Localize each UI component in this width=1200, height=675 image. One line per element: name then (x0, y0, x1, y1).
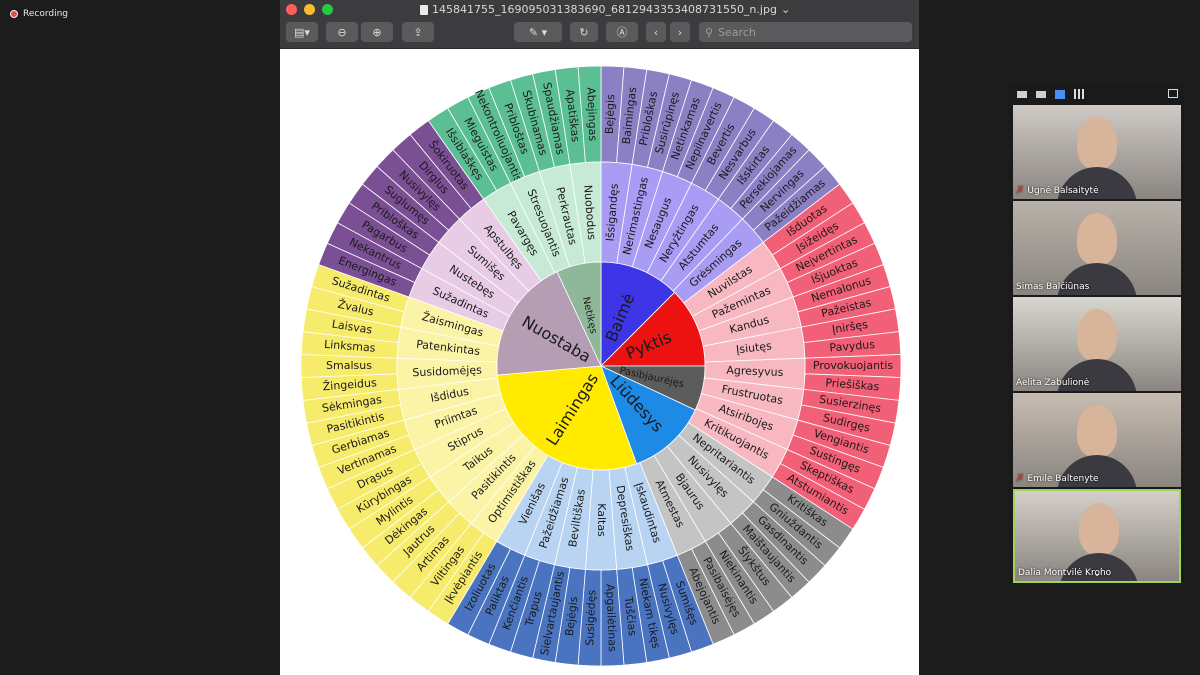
participant-name: Aelita Zabulionė (1016, 378, 1089, 388)
participant-name-label: Ugnė Balsaitytė (1027, 185, 1099, 196)
next-button[interactable]: › (670, 22, 690, 42)
sidebar-icon: ▤▾ (294, 25, 310, 39)
participant-name: ✗Emile Baltenyte (1016, 473, 1099, 484)
zoom-out-button[interactable]: ⊖ (326, 22, 358, 42)
document-icon (420, 4, 428, 15)
filename-label: 145841755_169095031383690_68129433534087… (432, 3, 777, 16)
close-window-button[interactable] (286, 4, 297, 15)
participant-video (1077, 117, 1117, 169)
outer-emotion-label: Bejėgis (563, 595, 581, 636)
outer-emotion-label: Įniršęs (831, 318, 869, 336)
middle-emotion-label: Įsiutęs (735, 339, 772, 356)
outer-emotion-label: Priešiškas (825, 376, 880, 393)
core-emotion-segment (496, 365, 638, 471)
participant-name: Dalia Montvilė Kroho (1018, 568, 1111, 578)
core-emotion-segment (496, 271, 602, 376)
participant-tile[interactable]: Dalia Montvilė Kroho (1013, 489, 1181, 583)
recording-indicator: Recording (10, 9, 68, 19)
window-title[interactable]: 145841755_169095031383690_68129433534087… (420, 3, 790, 16)
chevron-right-icon: › (677, 25, 683, 39)
zoom-in-icon: ⊕ (372, 25, 382, 39)
rotate-icon: ↻ (579, 25, 589, 39)
participant-tile[interactable]: ✗Ugnė Balsaitytė (1013, 105, 1181, 199)
core-emotion-segment (600, 261, 676, 367)
participant-video (1079, 503, 1119, 555)
muted-mic-icon: ✗ (1016, 185, 1025, 196)
sidebar-toggle-button[interactable]: ▤▾ (286, 22, 318, 42)
outer-emotion-label: Apgailėtinas (603, 584, 619, 653)
share-button[interactable]: ⇪ (402, 22, 434, 42)
core-emotion-segment (556, 261, 602, 367)
previous-button[interactable]: ‹ (646, 22, 666, 42)
outer-emotion-label: Smalsus (326, 359, 372, 372)
markup-toolbar-button[interactable]: Ⓐ (606, 22, 638, 42)
outer-emotion-label: Laisvas (331, 318, 373, 337)
outer-emotion-label: Provokuojantis (813, 359, 894, 372)
participant-name-label: Dalia Montvilė Kroho (1018, 568, 1112, 578)
participant-tile[interactable]: Aelita Zabulionė (1013, 297, 1181, 391)
participant-name-label: Aelita Zabulionė (1016, 378, 1090, 388)
middle-emotion-label: Agresyvus (726, 364, 784, 379)
thumbnail-icon[interactable] (1036, 90, 1046, 98)
participant-name-label: Emile Baltenyte (1027, 473, 1099, 484)
participant-video (1077, 309, 1117, 361)
preview-window: 145841755_169095031383690_68129433534087… (280, 0, 919, 675)
chevron-left-icon: ‹ (653, 25, 659, 39)
zoom-window-button[interactable] (322, 4, 333, 15)
middle-emotion-label: Susidomėjęs (412, 364, 482, 380)
markup-icon: Ⓐ (616, 26, 628, 39)
gallery-view-icon[interactable] (1074, 89, 1084, 99)
speaker-view-icon[interactable] (1055, 89, 1065, 99)
participant-name: Simas Balčiūnas (1016, 282, 1089, 292)
chevron-down-icon: ⌄ (780, 3, 791, 16)
participant-video (1077, 213, 1117, 265)
preview-titlebar: 145841755_169095031383690_68129433534087… (280, 0, 919, 49)
record-icon (10, 10, 18, 18)
minimize-window-button[interactable] (304, 4, 315, 15)
outer-emotion-label: Žingeidus (322, 376, 377, 393)
gallery-toolbar (1009, 84, 1185, 104)
outer-emotion-label: Bejėgis (603, 94, 618, 135)
exit-fullscreen-icon[interactable] (1168, 89, 1178, 98)
core-emotion-segment (600, 291, 706, 367)
participant-name: ✗Ugnė Balsaitytė (1016, 185, 1099, 196)
participant-tile[interactable]: ✗Emile Baltenyte (1013, 393, 1181, 487)
outer-emotion-label: Tuščias (622, 595, 640, 637)
pen-icon: ✎ ▾ (528, 25, 548, 39)
muted-mic-icon: ✗ (1016, 473, 1025, 484)
core-emotion-segment (600, 365, 696, 465)
zoom-out-icon: ⊖ (337, 25, 347, 39)
rotate-button[interactable]: ↻ (570, 22, 598, 42)
share-icon: ⇪ (413, 25, 423, 39)
outer-emotion-label: Susigėdęs (583, 589, 598, 646)
search-icon: ⚲ (705, 25, 714, 39)
middle-emotion-label: Kaltas (595, 503, 608, 537)
participant-tile[interactable]: Simas Balčiūnas (1013, 201, 1181, 295)
outer-emotion-label: Pavydus (829, 338, 876, 354)
markup-button[interactable]: ✎ ▾ (514, 22, 562, 42)
outer-emotion-label: Abejingas (584, 87, 599, 142)
middle-emotion-label: Nuobodus (581, 184, 598, 240)
recording-label: Recording (23, 9, 69, 19)
search-placeholder: Search (718, 25, 756, 39)
zoom-in-button[interactable]: ⊕ (361, 22, 393, 42)
participant-video (1077, 405, 1117, 457)
middle-emotion-label: Išsigandęs (604, 183, 621, 242)
outer-emotion-label: Apatiškas (563, 89, 582, 143)
participant-name-label: Simas Balčiūnas (1016, 282, 1090, 292)
minimize-icon[interactable] (1017, 90, 1027, 98)
outer-emotion-label: Linksmas (324, 338, 377, 355)
search-field[interactable]: ⚲ Search (699, 22, 912, 42)
scroll-down-icon[interactable]: ⌄ (1093, 568, 1102, 579)
